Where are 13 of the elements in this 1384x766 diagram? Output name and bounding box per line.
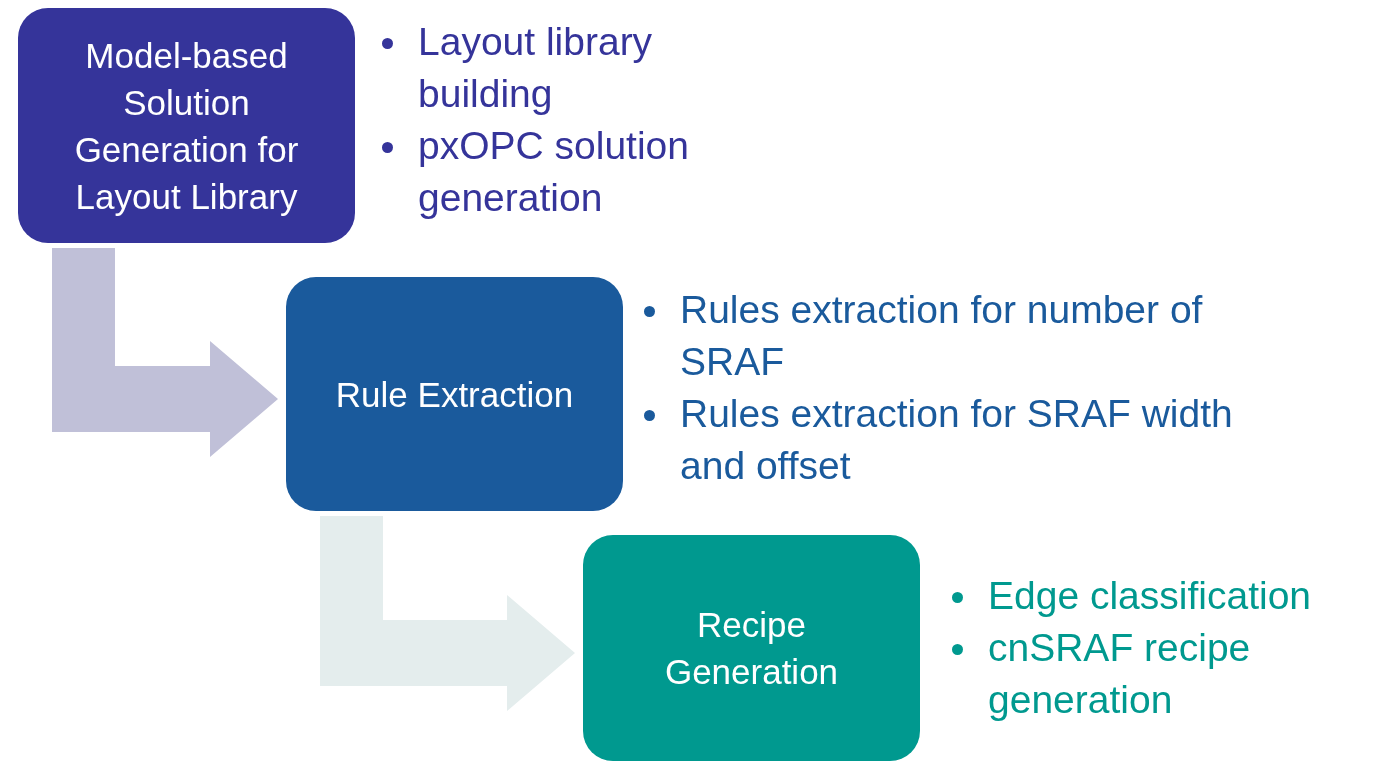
box-label: Recipe Generation <box>663 604 840 693</box>
elbow-arrow <box>320 516 575 711</box>
bullet-text: Edge classification <box>988 573 1311 619</box>
process-box <box>18 8 355 243</box>
elbow-arrow <box>52 248 278 457</box>
box-label: Model-based Solution Generation for Layout Library <box>73 34 300 218</box>
process-box <box>286 277 623 511</box>
box-label: Rule Extraction <box>335 373 574 416</box>
bullet-text: cnSRAF recipe generation <box>988 625 1252 723</box>
process-box <box>583 535 920 761</box>
bullet-text: pxOPC solution generation <box>418 123 690 221</box>
bullet-text: Rules extraction for SRAF width and offset <box>680 391 1234 489</box>
bullet-text: Rules extraction for number of SRAF <box>680 287 1204 385</box>
